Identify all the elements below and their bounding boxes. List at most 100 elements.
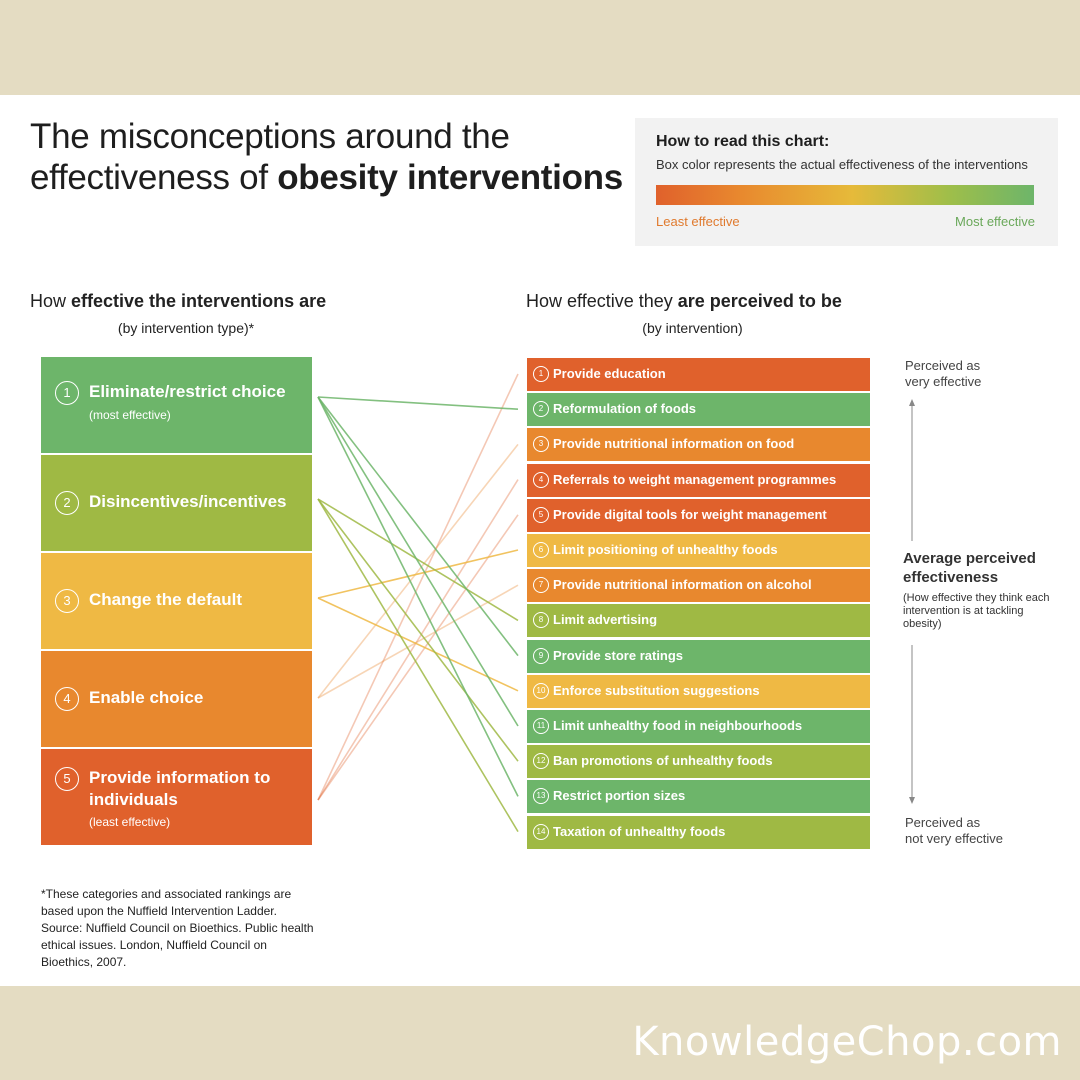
left-heading-plain: How [30,291,72,311]
intervention-number: 1 [533,366,549,382]
category-label: Eliminate/restrict choice [89,382,286,401]
intervention-number: 14 [533,823,549,840]
intervention-number: 8 [533,612,549,629]
intervention-box: 6 Limit positioning of unhealthy foods [527,534,870,567]
axis-arrow-down-icon [909,797,915,804]
category-note: (most effective) [89,408,171,422]
top-band [0,0,1080,95]
category-number: 1 [55,381,79,405]
intervention-number: 5 [533,506,549,523]
intervention-label: Referrals to weight management programme… [553,471,837,487]
intervention-label: Reformulation of foods [553,401,696,417]
intervention-number: 6 [533,542,549,558]
bottom-band [0,986,1080,1080]
connection-line [317,514,519,801]
category-note: (least effective) [89,815,171,829]
right-column-subheading: (by intervention) [642,320,743,336]
footnote: *These categories and associated ranking… [41,887,314,969]
how-to-read-legend: How to read this chart: Box color repres… [635,118,1058,246]
intervention-label: Restrict portion sizes [553,788,686,804]
axis-bottom-line-1: Perceived as [905,815,981,830]
intervention-number: 9 [533,647,549,664]
intervention-number: 4 [533,471,549,488]
connection-line [317,498,519,622]
intervention-number: 7 [533,577,549,594]
right-heading-plain: How effective they [526,291,678,311]
category-label: Provide information to individuals [89,768,271,809]
category-box: 2 Disincentives/incentives [41,455,312,551]
intervention-label: Limit unhealthy food in neighbourhoods [553,718,803,733]
intervention-label: Provide store ratings [553,647,684,663]
axis-top-line-1: Perceived as [905,358,981,373]
category-number: 4 [55,687,79,711]
axis-top-line-2: very effective [905,374,982,389]
intervention-label: Ban promotions of unhealthy foods [553,753,773,769]
intervention-number: 10 [533,682,549,699]
title-line-2-bold: obesity interventions [277,158,623,197]
intervention-box: 1 Provide education [527,358,870,391]
left-column-subheading: (by intervention type)* [117,320,255,336]
axis-note: (How effective they think each intervent… [903,592,1050,630]
connection-line [317,396,519,727]
connection-line [317,396,519,797]
connection-line [317,549,519,599]
legend-most-effective: Most effective [955,214,1035,229]
left-heading-bold: effective the interventions are [71,291,327,311]
connection-line [317,479,519,801]
left-column-heading: How effective the interventions are [30,291,326,312]
category-label: Change the default [89,590,243,609]
category-box: 1 Eliminate/restrict choice (most effectiv… [41,357,312,453]
category-number: 3 [55,589,79,613]
category-box: 5 Provide information to individuals (leas… [41,749,312,845]
legend-title: How to read this chart: [656,133,830,150]
page-title: The misconceptions around the effectiven… [30,116,623,198]
axis-bottom-line-2: not very effective [905,831,1004,846]
brand-watermark: KnowledgeChop.com [632,1019,1062,1065]
intervention-label: Taxation of unhealthy foods [553,823,726,839]
axis-title: Average perceived effectiveness [903,550,1036,586]
intervention-number: 12 [533,753,549,770]
intervention-box: 11 Limit unhealthy food in neighbourhoods [527,710,870,743]
connection-line [317,584,519,699]
effectiveness-gradient-bar [656,185,1034,205]
right-column-heading: How effective they are perceived to be [526,291,842,312]
connection-line [317,373,519,801]
intervention-label: Enforce substitution suggestions [553,682,760,698]
intervention-label: Limit positioning of unhealthy foods [553,542,778,557]
title-line-2: effectiveness of obesity interventions [30,157,623,198]
intervention-label: Provide nutritional information on food [553,436,795,452]
intervention-label: Provide digital tools for weight managem… [553,506,827,522]
category-number: 5 [55,767,79,791]
intervention-label: Provide education [553,366,666,381]
connection-line [317,597,519,692]
legend-subtitle: Box color represents the actual effectiv… [656,157,1028,172]
category-label: Disincentives/incentives [89,492,287,511]
category-label: Enable choice [89,688,204,707]
category-box: 3 Change the default [41,553,312,649]
category-box: 4 Enable choice [41,651,312,747]
connection-line [317,498,519,833]
connection-line [317,396,519,657]
intervention-label: Provide nutritional information on alcoh… [553,577,812,593]
axis-arrow-up-icon [909,399,915,406]
intervention-number: 11 [533,718,549,734]
connection-line [317,443,519,699]
connection-line [317,396,519,410]
connection-line [317,498,519,762]
category-number: 2 [55,491,79,515]
axis-top-label: Perceived as very effective [905,358,981,390]
right-heading-bold: are perceived to be [677,291,842,311]
intervention-number: 3 [533,436,549,453]
